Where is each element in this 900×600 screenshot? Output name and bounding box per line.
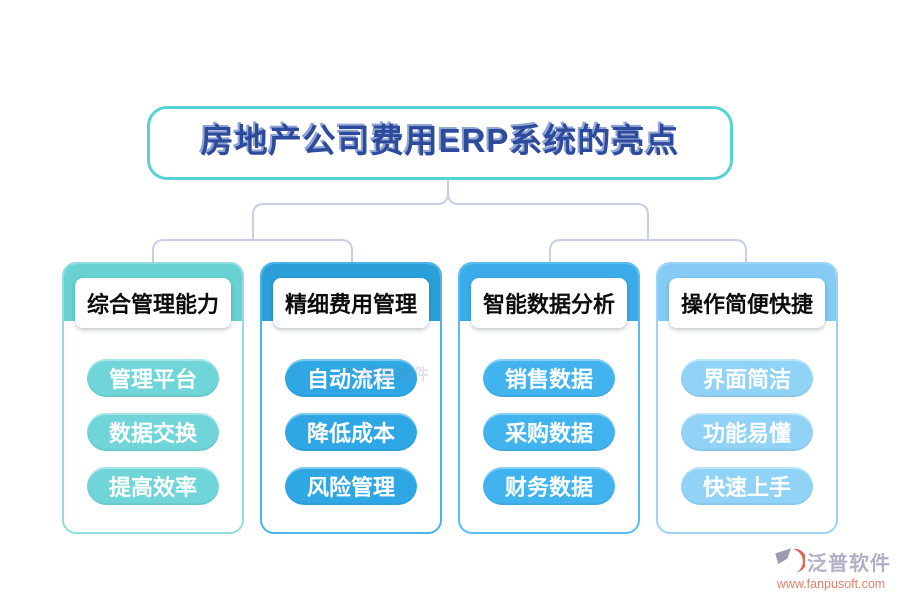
- feature-pill-list: 销售数据采购数据财务数据: [460, 359, 638, 505]
- page-title: 房地产公司费用ERP系统的亮点: [200, 122, 680, 159]
- category-card-2: 精细费用管理 自动流程降低成本风险管理: [260, 262, 442, 534]
- feature-pill: 自动流程: [285, 359, 417, 397]
- feature-pill: 数据交换: [87, 413, 219, 451]
- fanpu-logo-icon: [775, 548, 805, 573]
- feature-pill: 风险管理: [285, 467, 417, 505]
- card-header-label: 智能数据分析: [471, 278, 627, 328]
- card-header-text: 智能数据分析: [482, 292, 615, 317]
- brand-name: 泛普软件: [807, 552, 891, 575]
- feature-pill-list: 管理平台数据交换提高效率: [64, 359, 242, 505]
- feature-pill: 快速上手: [681, 467, 813, 505]
- category-card-3: 智能数据分析 销售数据采购数据财务数据: [458, 262, 640, 534]
- feature-pill: 财务数据: [483, 467, 615, 505]
- card-header-text: 综合管理能力: [86, 292, 219, 317]
- feature-pill: 降低成本: [285, 413, 417, 451]
- cards-row: 综合管理能力 管理平台数据交换提高效率 精细费用管理 自动流程降低成本风险管理 …: [62, 262, 838, 534]
- title-box: 房地产公司费用ERP系统的亮点: [147, 106, 733, 180]
- brand-url: www.fanpusoft.com: [776, 577, 886, 591]
- feature-pill: 采购数据: [483, 413, 615, 451]
- feature-pill: 提高效率: [87, 467, 219, 505]
- feature-pill: 管理平台: [87, 359, 219, 397]
- feature-pill-list: 自动流程降低成本风险管理: [262, 359, 440, 505]
- card-header-label: 操作简便快捷: [669, 278, 825, 328]
- feature-pill: 销售数据: [483, 359, 615, 397]
- brand-footer: 泛普软件 www.fanpusoft.com: [766, 546, 896, 591]
- card-header-text: 精细费用管理: [284, 292, 417, 317]
- feature-pill-list: 界面简洁功能易懂快速上手: [658, 359, 836, 505]
- feature-pill: 界面简洁: [681, 359, 813, 397]
- feature-pill: 功能易懂: [681, 413, 813, 451]
- card-header-text: 操作简便快捷: [680, 292, 813, 317]
- brand-row: 泛普软件: [771, 546, 891, 576]
- category-card-1: 综合管理能力 管理平台数据交换提高效率: [62, 262, 244, 534]
- category-card-4: 操作简便快捷 界面简洁功能易懂快速上手: [656, 262, 838, 534]
- card-header-label: 综合管理能力: [75, 278, 231, 328]
- card-header-label: 精细费用管理: [273, 278, 429, 328]
